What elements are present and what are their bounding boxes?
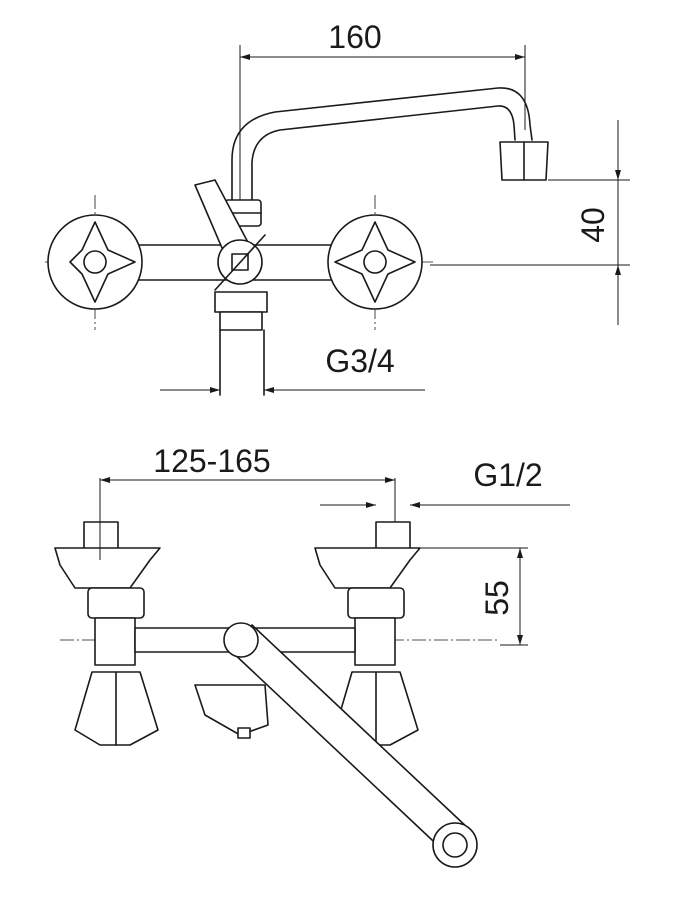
front-view: 160 40 G3/4 xyxy=(45,19,630,396)
left-handle xyxy=(47,214,143,310)
connection-thread-label: G1/2 xyxy=(473,457,542,493)
dimension-125-165: 125-165 xyxy=(99,443,396,560)
side-spout xyxy=(223,622,478,868)
dimension-55: 55 xyxy=(420,547,528,646)
dimension-g3-4: G3/4 xyxy=(160,343,425,393)
right-handle xyxy=(327,214,423,310)
spout xyxy=(231,87,549,201)
inlet-connector xyxy=(214,291,268,396)
center-distance-label: 125-165 xyxy=(153,443,270,479)
dimension-160: 160 xyxy=(239,19,526,200)
inlet-thread-label: G3/4 xyxy=(325,343,394,379)
dimension-g1-2: G1/2 xyxy=(320,457,570,508)
height-label: 55 xyxy=(479,580,515,616)
diverter-lever xyxy=(194,179,266,291)
side-view: 125-165 G1/2 55 xyxy=(54,443,570,868)
side-lever xyxy=(194,684,269,736)
left-valve xyxy=(54,521,161,746)
spout-reach-label: 160 xyxy=(328,19,381,55)
dimension-40: 40 xyxy=(430,120,630,325)
lever-screw xyxy=(237,727,251,739)
spout-height-label: 40 xyxy=(575,207,611,243)
